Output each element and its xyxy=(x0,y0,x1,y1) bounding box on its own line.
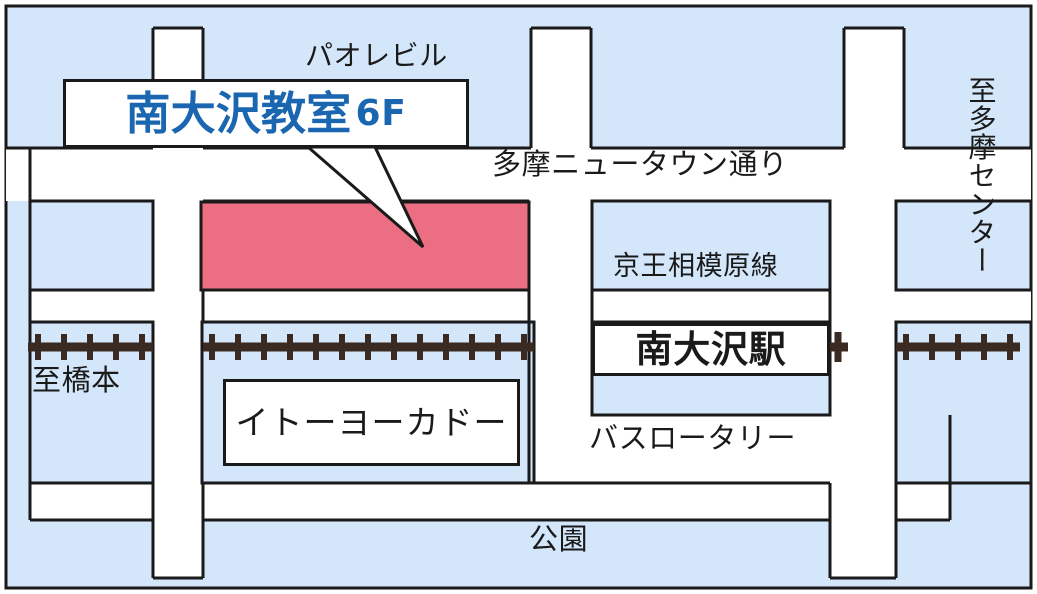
road-left-spur-upper xyxy=(30,148,160,201)
ito-yokado-name: イトーヨーカドー xyxy=(235,403,508,442)
label-park: 公園 xyxy=(529,522,589,556)
station-platform-lines xyxy=(590,288,832,324)
classroom-name: 南大沢教室 xyxy=(125,87,352,140)
station-name: 南大沢駅 xyxy=(635,328,787,371)
outline-stub-top-3 xyxy=(842,26,906,148)
station-concourse-strip xyxy=(590,288,832,324)
road-stub-bottom-right xyxy=(830,483,896,578)
rail-ties-left xyxy=(35,334,145,360)
ito-yokado-box[interactable]: イトーヨーカドー xyxy=(223,379,520,466)
road-network xyxy=(6,28,1031,578)
outline-bottom-road xyxy=(30,415,952,522)
railway-line xyxy=(28,332,1020,362)
label-to-hashimoto: 至橋本 xyxy=(32,363,121,397)
label-tama-newtown-street: 多摩ニュータウン通り xyxy=(492,147,788,181)
outline-vertical-right xyxy=(828,201,898,580)
rail-ties-right xyxy=(903,334,1013,360)
station-box[interactable]: 南大沢駅 xyxy=(592,323,830,376)
block-upper-left xyxy=(28,199,155,292)
road-right-edge xyxy=(896,148,1031,201)
outline-stub-top-2 xyxy=(529,26,593,148)
label-to-tama-center: 至多摩センター xyxy=(964,76,998,274)
road-stub-bottom-left xyxy=(153,483,203,578)
road-stub-top-3 xyxy=(844,28,904,150)
block-upper-right xyxy=(894,199,1033,292)
classroom-floor: 6F xyxy=(355,93,407,134)
paole-building-highlight[interactable] xyxy=(199,200,531,292)
road-stub-top-2 xyxy=(531,28,591,150)
outline-left-spur xyxy=(28,148,153,203)
label-keio-sagamihara-line: 京王相模原線 xyxy=(613,251,779,282)
label-bus-rotary: バスロータリー xyxy=(589,421,797,455)
rail-ties-center xyxy=(209,334,527,360)
label-paole-building: パオレビル xyxy=(305,39,448,72)
